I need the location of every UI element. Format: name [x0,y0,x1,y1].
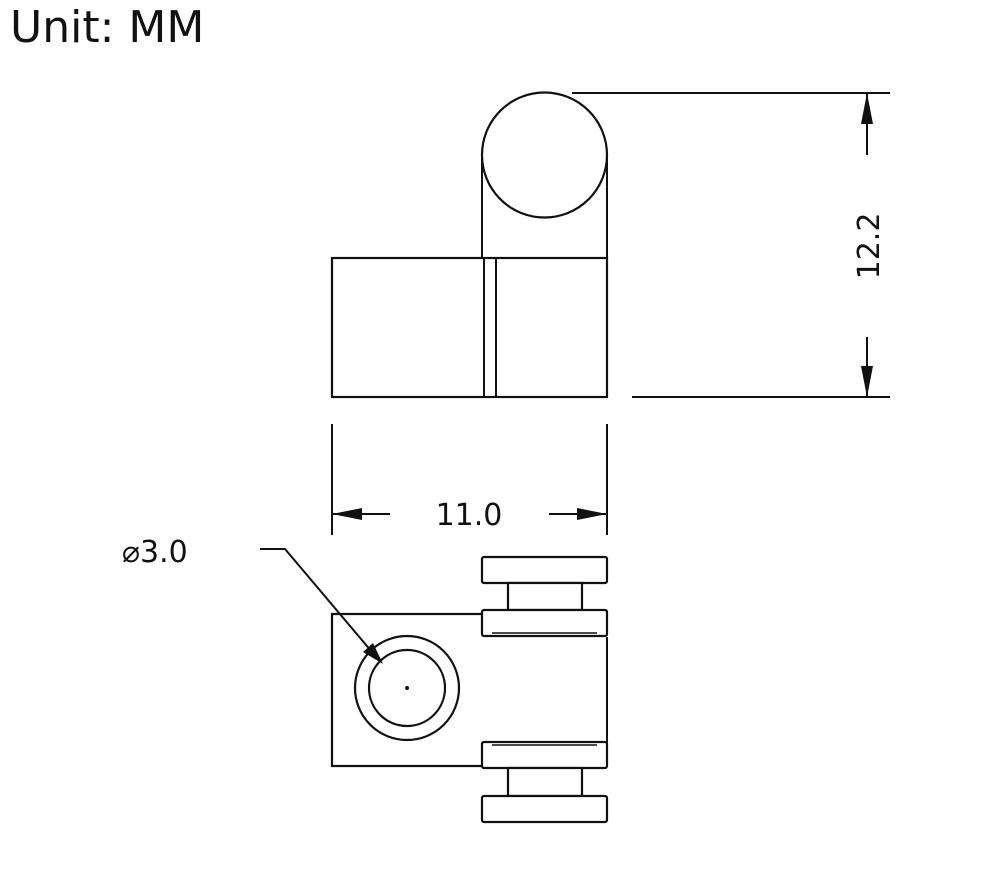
knuckle-top [480,608,609,638]
leader-line [260,548,373,653]
front-view [330,91,609,399]
arrow-left [332,508,362,520]
pin-shaft-bottom [506,766,584,798]
pin-cap-bottom [480,794,609,824]
knuckle-bottom [480,740,609,770]
arrow-up [861,93,873,124]
width-value: 11.0 [436,498,503,533]
knuckle-circle [480,91,609,219]
pin-cap-top [480,555,609,585]
pin-shaft-top [506,581,584,612]
hole-diameter-callout: ⌀3.0 [122,535,383,664]
arrow-right [577,508,607,520]
height-dimension: 12.2 [572,92,890,398]
unit-label: Unit: MM [10,2,204,53]
hole-center-mark [405,686,409,690]
side-view [330,555,609,824]
height-value: 12.2 [852,213,887,280]
width-dimension: 11.0 [331,424,608,535]
leaf-body [330,256,609,399]
arrow-down [861,366,873,397]
hole-diameter-value: ⌀3.0 [122,535,188,570]
leader-arrow [363,643,383,664]
